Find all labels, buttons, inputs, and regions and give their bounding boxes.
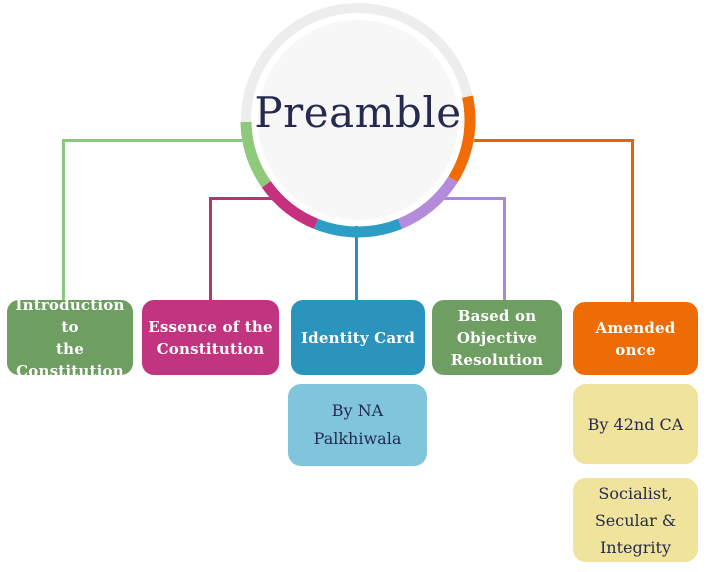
node-identity-card: Identity Card (291, 300, 425, 375)
center-node-label: Preamble (254, 87, 462, 137)
teal-segment (313, 218, 403, 238)
connector-objective-horizontal (441, 197, 506, 200)
green-segment (240, 121, 271, 188)
orange-segment (448, 95, 476, 183)
connector-introduction-horizontal (62, 139, 243, 142)
color-ring (240, 3, 476, 238)
connector-amended-horizontal (474, 139, 634, 142)
node-essence-constitution: Essence of the Constitution (142, 300, 279, 375)
connector-amended-vertical (631, 139, 634, 302)
purple-segment (397, 176, 458, 229)
magenta-segment (261, 181, 319, 229)
connector-essence-horizontal (209, 197, 272, 200)
connector-identity-card-vertical (355, 226, 358, 300)
connector-essence-vertical (209, 197, 212, 300)
subnode-na-palkhiwala: By NA Palkhiwala (288, 384, 427, 466)
subnode-socialist-secular: Socialist, Secular & Integrity (573, 478, 698, 562)
connector-introduction-vertical (62, 139, 65, 300)
inner-disc (258, 20, 458, 220)
subnode-42nd-ca: By 42nd CA (573, 384, 698, 464)
node-objective-resolution: Based on Objective Resolution (432, 300, 562, 375)
center-node: Preamble (240, 2, 476, 238)
node-amended-once: Amended once (573, 302, 698, 375)
node-introduction-constitution: Introduction to the Constitution (7, 296, 133, 380)
connector-objective-vertical (503, 197, 506, 300)
